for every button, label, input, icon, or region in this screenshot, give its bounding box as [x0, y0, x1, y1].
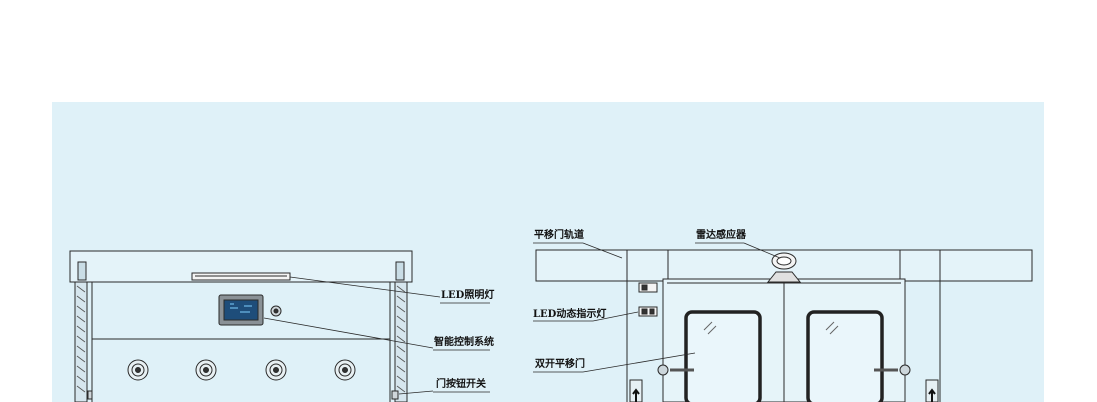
- led-indicator-2: [638, 306, 658, 317]
- label-track: 平移门轨道: [534, 230, 584, 241]
- left-unit: [69, 250, 413, 402]
- label-led-indicator: LED动态指示灯: [533, 309, 607, 320]
- left-post: [74, 281, 88, 402]
- led-indicator-1: [638, 282, 658, 293]
- air-nozzles: [127, 359, 356, 381]
- label-smart-control: 智能控制系统: [434, 337, 494, 348]
- label-led-light: LED照明灯: [441, 290, 495, 301]
- right-unit: [535, 249, 1033, 402]
- left-door-window: [684, 310, 762, 402]
- label-radar: 雷达感应器: [696, 230, 746, 241]
- label-door-button: 门按钮开关: [436, 379, 486, 390]
- right-door-window: [806, 310, 884, 402]
- label-sliding-door: 双开平移门: [535, 359, 585, 370]
- control-screen: [223, 299, 259, 321]
- door-button-icon: [391, 390, 399, 400]
